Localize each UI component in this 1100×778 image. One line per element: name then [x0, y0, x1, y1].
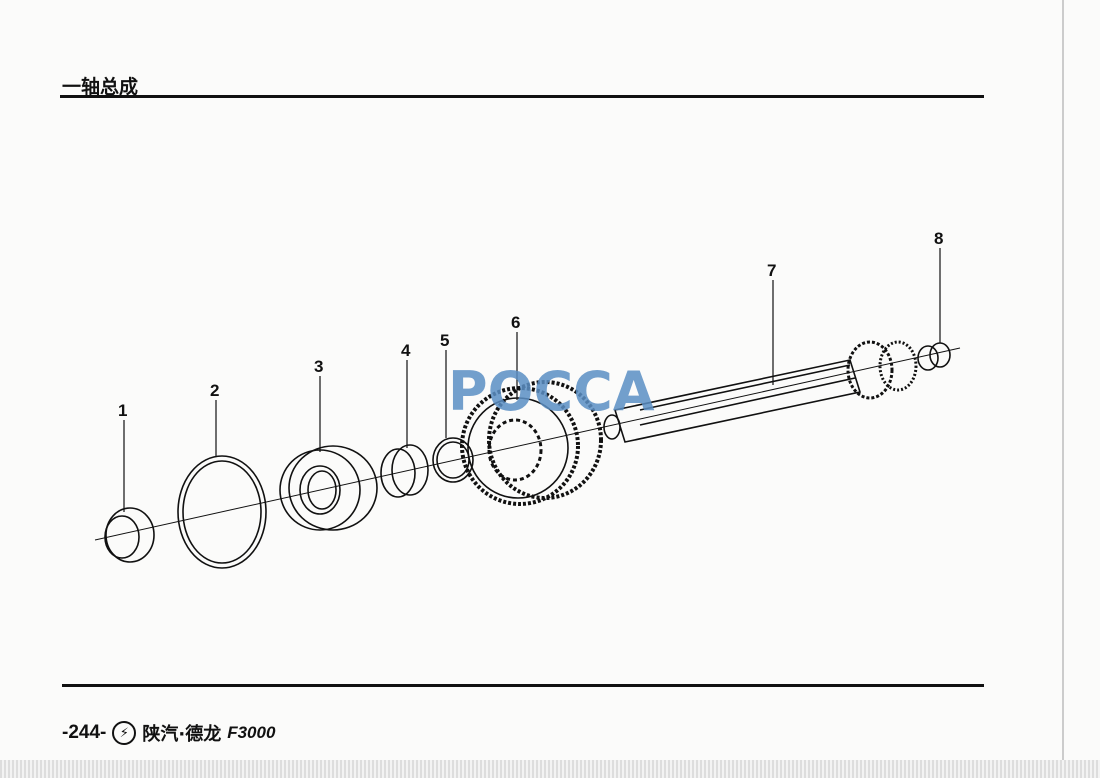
callout-4: 4: [401, 341, 411, 360]
callout-7: 7: [767, 261, 776, 280]
callout-5: 5: [440, 331, 449, 350]
part-8-sleeve: [917, 248, 951, 371]
callout-6: 6: [511, 313, 520, 332]
axis-line: [94, 347, 961, 541]
part-3-bearing: [279, 376, 378, 531]
page-number: -244-: [62, 722, 107, 743]
part-4-sleeve: [380, 360, 429, 498]
part-2-snap-ring: [177, 400, 267, 569]
watermark: POCCA: [448, 360, 655, 423]
lightning-circle-icon: ⚡: [112, 721, 137, 745]
part-1-ring: [104, 420, 155, 563]
scan-strip: [0, 760, 1100, 778]
page-title: 一轴总成: [62, 76, 139, 98]
callout-2: 2: [210, 381, 219, 400]
page-edge: [1062, 0, 1064, 778]
callout-1: 1: [118, 401, 127, 420]
part-6-gear: [460, 332, 603, 506]
footer: -244- ⚡ 陕汽·德龙 F3000: [62, 720, 275, 746]
model-name: F3000: [227, 723, 276, 742]
part-7-shaft: [603, 280, 918, 443]
footer-rule: [62, 684, 984, 687]
brand-name: 陕汽·德龙: [142, 724, 222, 745]
callout-8: 8: [934, 229, 943, 248]
callout-3: 3: [314, 357, 323, 376]
header-rule: [60, 95, 984, 98]
